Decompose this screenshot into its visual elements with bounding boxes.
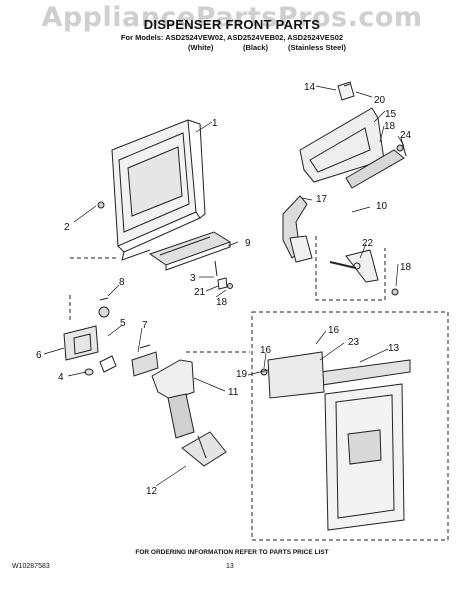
callout-23: 23 bbox=[348, 337, 360, 348]
callout-2: 2 bbox=[64, 222, 70, 233]
callout-1: 1 bbox=[212, 118, 218, 129]
callout-13: 13 bbox=[388, 343, 400, 354]
part-bezel-drawing bbox=[148, 231, 232, 271]
callout-20: 20 bbox=[374, 95, 386, 106]
part-bracket-drawing bbox=[299, 81, 405, 189]
callout-4: 4 bbox=[58, 372, 64, 383]
models-line: For Models: ASD2524VEW02, ASD2524VEB02, … bbox=[120, 33, 344, 42]
callout-22: 22 bbox=[362, 238, 374, 249]
variant-white: (White) bbox=[188, 43, 214, 52]
callout-16-top: 16 bbox=[328, 325, 340, 336]
part-door-box bbox=[251, 311, 449, 541]
callout-24: 24 bbox=[400, 130, 412, 141]
callout-7: 7 bbox=[142, 320, 148, 331]
ordering-note: FOR ORDERING INFORMATION REFER TO PARTS … bbox=[135, 549, 329, 556]
callout-9: 9 bbox=[245, 238, 251, 249]
part-actuator-drawing bbox=[282, 195, 313, 263]
part-housing-drawing bbox=[111, 119, 206, 261]
callout-21: 21 bbox=[194, 287, 206, 298]
callout-18-top: 18 bbox=[384, 121, 396, 132]
callout-15: 15 bbox=[385, 109, 397, 120]
callout-10: 10 bbox=[376, 201, 388, 212]
callout-8: 8 bbox=[119, 277, 125, 288]
callout-14: 14 bbox=[304, 82, 316, 93]
callout-11: 11 bbox=[228, 387, 239, 398]
callout-5: 5 bbox=[120, 318, 126, 329]
callout-12: 12 bbox=[146, 486, 158, 497]
watermark-text: AppliancePartsPros.com bbox=[41, 2, 423, 33]
assembly-dash-lines bbox=[69, 236, 386, 353]
callout-3: 3 bbox=[190, 273, 196, 284]
leader-lines bbox=[43, 85, 405, 487]
callout-numbers: 1 2 3 4 5 6 7 8 9 10 11 12 13 14 15 16 1… bbox=[36, 82, 412, 497]
part-right-fasteners bbox=[391, 137, 407, 296]
callout-6: 6 bbox=[36, 350, 42, 361]
part-lever-drawing bbox=[329, 249, 379, 283]
callout-18-mid: 18 bbox=[216, 297, 228, 308]
page-number: 13 bbox=[226, 563, 234, 570]
variant-black: (Black) bbox=[243, 43, 269, 52]
part-paddle-drawing bbox=[151, 359, 227, 467]
document-number: W10287583 bbox=[12, 563, 50, 570]
callout-16-left: 16 bbox=[260, 345, 272, 356]
callout-19: 19 bbox=[236, 369, 248, 380]
callout-18-right: 18 bbox=[400, 262, 412, 273]
page-title: DISPENSER FRONT PARTS bbox=[143, 17, 321, 32]
variant-stainless: (Stainless Steel) bbox=[288, 43, 346, 52]
callout-17: 17 bbox=[316, 194, 328, 205]
part-small-parts-drawing bbox=[63, 201, 233, 377]
